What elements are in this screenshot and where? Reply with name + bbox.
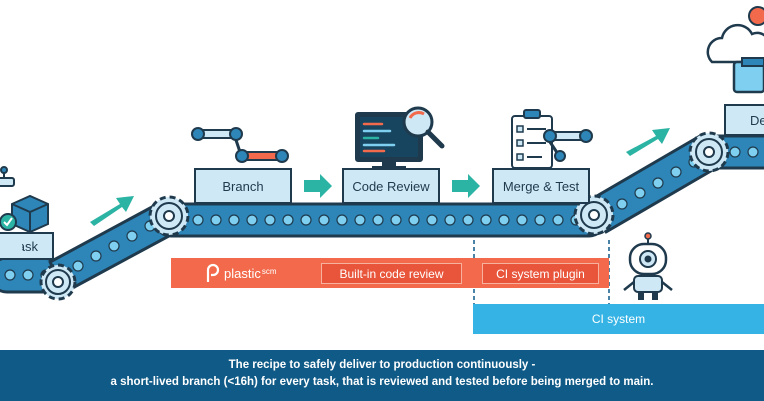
gear-icon xyxy=(39,263,77,301)
belt-roller xyxy=(426,214,438,226)
rocket-icon xyxy=(732,6,764,94)
robot-arm-icon xyxy=(543,129,593,162)
builtin-code-review-label: Built-in code review xyxy=(321,263,462,284)
arrow-icon xyxy=(626,128,670,156)
stage-code-review-box: Code Review xyxy=(342,168,440,204)
footer-banner: The recipe to safely deliver to producti… xyxy=(0,350,764,401)
belt-roller xyxy=(336,214,348,226)
belt-roller xyxy=(552,214,564,226)
belt-roller xyxy=(354,214,366,226)
ci-system-plugin-label: CI system plugin xyxy=(482,263,599,284)
belt-roller xyxy=(372,214,384,226)
plastic-logo-icon xyxy=(206,263,220,282)
stage-deploy-box: De xyxy=(724,104,764,136)
cloud-icon xyxy=(706,23,764,64)
belt-roller xyxy=(192,214,204,226)
belt-roller xyxy=(498,214,510,226)
gear-icon xyxy=(148,195,190,237)
belt-roller xyxy=(246,214,258,226)
stage-label: Task xyxy=(22,238,38,254)
belt-roller xyxy=(228,214,240,226)
footer-line-1: The recipe to safely deliver to producti… xyxy=(228,359,536,371)
ci-system-text: CI system xyxy=(591,312,646,326)
builtin-code-review-text: Built-in code review xyxy=(339,266,444,281)
footer-line-2: a short-lived branch (<16h) for every ta… xyxy=(110,376,654,388)
gear-icon xyxy=(573,194,615,236)
belt-roller xyxy=(210,214,222,226)
belt-roller xyxy=(282,214,294,226)
belt-roller xyxy=(480,214,492,226)
stage-label: Merge & Test xyxy=(502,178,580,194)
belt-roller xyxy=(444,214,456,226)
plastic-scm-logo: plastic scm xyxy=(205,262,277,284)
stage-label: Branch xyxy=(222,178,264,194)
belt-roller xyxy=(300,214,312,226)
logo-subtext: scm xyxy=(261,266,277,276)
arrow-icon xyxy=(452,174,480,198)
package-icon xyxy=(0,194,49,234)
stage-label: Code Review xyxy=(352,178,430,194)
checklist-icon xyxy=(511,109,553,169)
belt-roller xyxy=(462,214,474,226)
stage-task-box: Task xyxy=(0,232,54,260)
ci-system-plugin-text: CI system plugin xyxy=(496,266,585,281)
gear-icon xyxy=(688,131,730,173)
stage-label: De xyxy=(750,112,764,128)
stage-branch-box: Branch xyxy=(194,168,292,204)
robot-arm-icon xyxy=(0,166,15,187)
magnifier-icon xyxy=(402,106,445,149)
arrow-icon xyxy=(304,174,332,198)
main-conveyor-belt xyxy=(153,202,607,238)
stage-merge-test-box: Merge & Test xyxy=(492,168,590,204)
belt-roller xyxy=(390,214,402,226)
arrow-icon xyxy=(90,196,134,226)
robot-arm-icon xyxy=(191,127,289,163)
ci-system-bar: CI system xyxy=(473,304,764,334)
logo-text: plastic xyxy=(224,265,261,281)
belt-roller xyxy=(318,214,330,226)
belt-roller xyxy=(516,214,528,226)
belt-roller xyxy=(264,214,276,226)
robot-icon xyxy=(623,232,673,300)
belt-roller xyxy=(534,214,546,226)
belt-roller xyxy=(408,214,420,226)
